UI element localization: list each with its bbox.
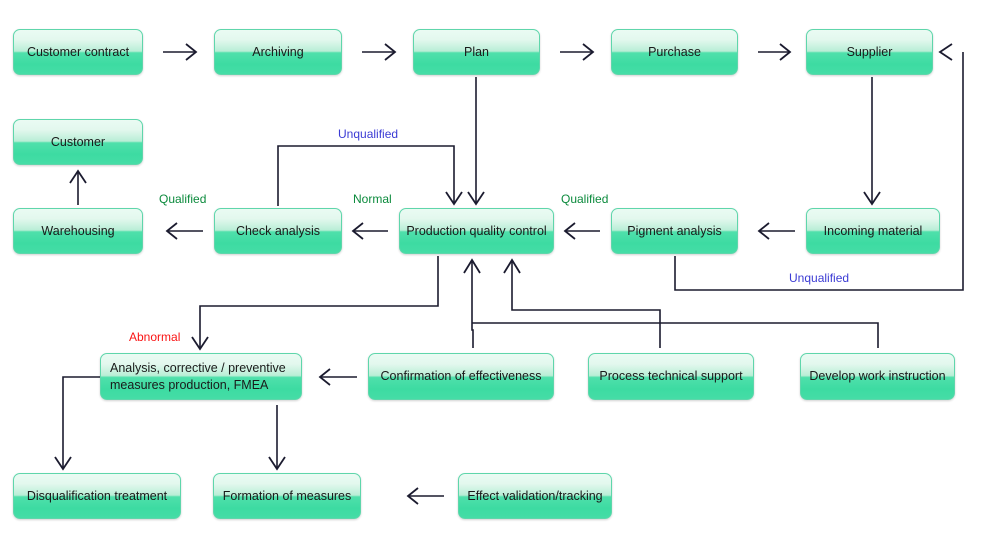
node-check-analysis[interactable]: Check analysis (214, 208, 342, 254)
arrow-effect-validation-to-formation-of-measures (406, 487, 444, 505)
node-label: Archiving (252, 44, 304, 59)
arrow-warehousing-to-customer (69, 169, 87, 205)
arrow-production-quality-control-to-check-analysis (351, 222, 388, 240)
arrow-process-technical-support-to-production-quality-control (503, 258, 661, 348)
node-label: Production quality control (406, 223, 547, 238)
node-label: Customer (50, 134, 106, 149)
arrow-develop-work-instruction-to-production-quality-control (472, 322, 879, 348)
arrow-check-analysis-to-warehousing (165, 222, 203, 240)
arrow-check-analysis-to-production-quality-control (277, 145, 463, 206)
node-formation-of-measures[interactable]: Formation of measures (213, 473, 361, 519)
arrow-fmea-to-formation-of-measures (268, 405, 286, 471)
node-analysis-corrective-fmea[interactable]: Analysis, corrective / preventive measur… (100, 353, 302, 400)
node-label: Incoming material (823, 223, 923, 238)
arrow-purchase-to-supplier (758, 43, 792, 61)
node-customer-contract[interactable]: Customer contract (13, 29, 143, 75)
node-process-technical-support[interactable]: Process technical support (588, 353, 754, 400)
node-production-quality-control[interactable]: Production quality control (399, 208, 554, 254)
arrow-confirmation-to-fmea (318, 368, 357, 386)
node-warehousing[interactable]: Warehousing (13, 208, 143, 254)
arrow-production-quality-control-to-fmea (191, 256, 439, 351)
node-effect-validation-tracking[interactable]: Effect validation/tracking (458, 473, 612, 519)
edge-label-qualified-pigment-to-pqc: Qualified (561, 192, 609, 206)
node-label: Customer contract (26, 44, 130, 59)
node-label: Pigment analysis (627, 223, 722, 238)
node-label: Warehousing (41, 223, 115, 238)
node-label: Supplier (846, 44, 893, 59)
edge-label-unqualified-pigment-to-supplier: Unqualified (789, 271, 850, 285)
arrow-plan-to-purchase (560, 43, 595, 61)
arrow-supplier-to-incoming-material (863, 77, 881, 206)
node-pigment-analysis[interactable]: Pigment analysis (611, 208, 738, 254)
node-plan[interactable]: Plan (413, 29, 540, 75)
node-label: Purchase (648, 44, 701, 59)
node-label: Analysis, corrective / preventive measur… (110, 360, 286, 392)
node-label: Process technical support (599, 369, 743, 384)
node-label: Effect validation/tracking (467, 488, 603, 503)
arrow-customer-contract-to-archiving (163, 43, 198, 61)
node-develop-work-instruction[interactable]: Develop work instruction (800, 353, 955, 400)
node-label: Confirmation of effectiveness (380, 369, 542, 384)
node-label: Disqualification treatment (26, 488, 168, 503)
node-confirmation-of-effectiveness[interactable]: Confirmation of effectiveness (368, 353, 554, 400)
node-incoming-material[interactable]: Incoming material (806, 208, 940, 254)
edge-label-normal-pqc-to-check: Normal (353, 192, 392, 206)
node-label: Plan (463, 44, 490, 59)
node-label: Develop work instruction (809, 369, 946, 384)
node-archiving[interactable]: Archiving (214, 29, 342, 75)
arrow-confirmation-to-production-quality-control (463, 258, 481, 348)
node-supplier[interactable]: Supplier (806, 29, 933, 75)
edge-label-qualified-check-to-warehousing: Qualified (159, 192, 207, 206)
edge-label-abnormal-pqc-to-fmea: Abnormal (129, 330, 181, 344)
node-customer[interactable]: Customer (13, 119, 143, 165)
node-label: Check analysis (235, 223, 321, 238)
edge-label-unqualified-check-to-pqc: Unqualified (338, 127, 399, 141)
arrow-archiving-to-plan (362, 43, 397, 61)
node-disqualification-treatment[interactable]: Disqualification treatment (13, 473, 181, 519)
arrow-pigment-analysis-to-supplier (674, 43, 964, 291)
node-purchase[interactable]: Purchase (611, 29, 738, 75)
arrow-incoming-material-to-pigment-analysis (757, 222, 795, 240)
arrow-pigment-analysis-to-production-quality-control (563, 222, 600, 240)
node-label: Formation of measures (222, 488, 352, 503)
arrow-plan-to-production-quality-control (467, 77, 485, 206)
